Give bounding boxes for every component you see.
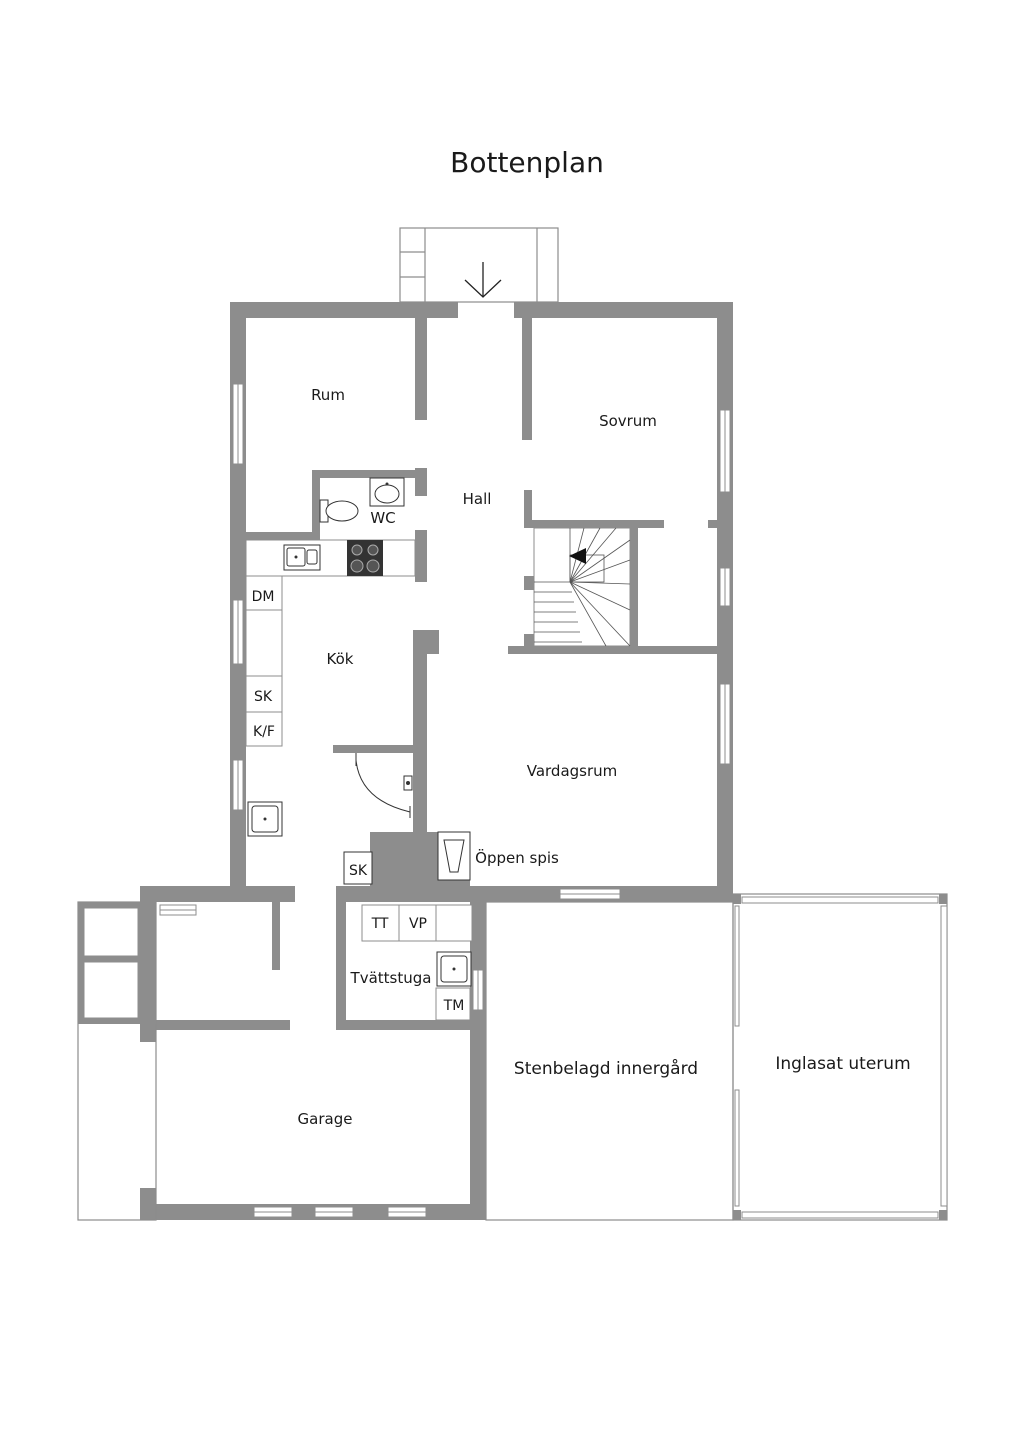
fireplace-icon bbox=[437, 831, 471, 881]
kitchen-door-swing bbox=[355, 753, 411, 818]
laundry-appliances bbox=[361, 904, 473, 1021]
staircase bbox=[533, 527, 631, 647]
fixture-label-sk-kitchen: SK bbox=[254, 689, 273, 705]
entrance-steps bbox=[399, 227, 559, 303]
sk-hall-box bbox=[343, 851, 373, 885]
fixture-label-sk-hall: SK bbox=[349, 863, 368, 879]
room-label-hall: Hall bbox=[463, 490, 492, 508]
stair-direction-arrow-icon bbox=[569, 548, 586, 564]
room-label-wc: WC bbox=[370, 509, 395, 527]
utility-sink-icon bbox=[247, 801, 283, 837]
room-label-innergard: Stenbelagd innergård bbox=[514, 1058, 698, 1079]
room-label-vardagsrum: Vardagsrum bbox=[527, 762, 618, 780]
exterior-walls bbox=[140, 302, 733, 1220]
sunroom-outline bbox=[732, 893, 948, 1221]
kitchen-counter bbox=[245, 539, 416, 747]
room-label-garage: Garage bbox=[298, 1110, 353, 1128]
fixture-label-tt: TT bbox=[371, 916, 389, 932]
fixture-label-vp: VP bbox=[409, 916, 427, 932]
fixture-label-tm: TM bbox=[443, 998, 465, 1014]
tap-icon bbox=[403, 775, 413, 791]
stove-icon bbox=[347, 540, 383, 576]
laundry-sink-icon bbox=[436, 951, 472, 987]
toilet-icon bbox=[319, 499, 359, 523]
kitchen-sink-icon bbox=[283, 544, 321, 571]
room-label-tvattstuga: Tvättstuga bbox=[350, 969, 432, 987]
side-storage bbox=[77, 901, 157, 1221]
room-label-sovrum: Sovrum bbox=[599, 412, 657, 430]
entrance-arrow-icon bbox=[464, 262, 502, 298]
room-label-oppen-spis: Öppen spis bbox=[475, 848, 559, 867]
room-label-uterum: Inglasat uterum bbox=[775, 1054, 910, 1074]
room-label-kok: Kök bbox=[327, 650, 354, 668]
windows bbox=[159, 383, 731, 1218]
fixture-label-kf: K/F bbox=[253, 724, 275, 740]
fixture-label-dm: DM bbox=[252, 589, 275, 605]
washbasin-icon bbox=[369, 477, 405, 507]
room-label-rum: Rum bbox=[311, 386, 345, 404]
plan-title: Bottenplan bbox=[450, 146, 604, 179]
